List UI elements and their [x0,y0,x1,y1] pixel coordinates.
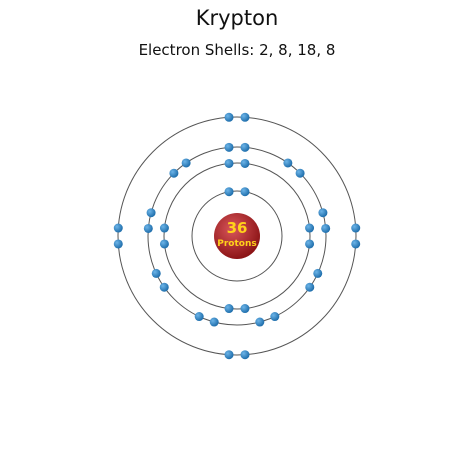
electrons [113,112,361,360]
electron-shell-3 [318,208,328,218]
electron-shell-3 [151,268,161,278]
orbit-shell-1 [191,190,283,282]
electron-shell-2 [305,223,315,233]
electron-shell-3 [159,282,169,292]
orbit-shell-4 [117,116,357,356]
orbit-shell-3 [147,146,327,326]
electron-shell-2 [305,239,315,249]
electron-shell-4 [113,239,123,249]
electron-shell-4 [224,350,234,360]
electron-shell-3 [240,142,250,152]
electron-shell-3 [209,317,219,327]
electron-shell-2 [240,304,250,314]
electron-shell-3 [169,168,179,178]
proton-label: Protons [217,239,256,249]
electron-shell-3 [181,158,191,168]
electron-shell-2 [224,304,234,314]
electron-shell-2 [224,158,234,168]
electron-shell-3 [295,168,305,178]
electron-shell-3 [143,223,153,233]
electron-shell-1 [224,187,234,197]
electron-shell-4 [224,112,234,122]
electron-shell-3 [270,312,280,322]
nucleus-sphere [214,213,260,259]
electron-shell-4 [113,223,123,233]
orbit-shell-2 [163,162,311,310]
electron-shells-subtitle: Electron Shells: 2, 8, 18, 8 [138,41,336,59]
electron-shell-3 [194,312,204,322]
electron-shell-3 [255,317,265,327]
proton-count: 36 [227,219,248,237]
electron-shell-4 [351,223,361,233]
electron-shell-2 [240,158,250,168]
electron-shell-3 [321,223,331,233]
electron-shell-2 [159,239,169,249]
electron-shell-3 [146,208,156,218]
electron-shell-3 [313,268,323,278]
electron-shell-4 [351,239,361,249]
nucleus: 36 Protons [214,213,260,259]
electron-shell-4 [240,350,250,360]
electron-shell-1 [240,187,250,197]
electron-shell-3 [283,158,293,168]
electron-shell-3 [305,282,315,292]
element-title: Krypton [195,6,279,30]
orbits [117,116,357,356]
electron-shell-3 [224,142,234,152]
electron-shell-4 [240,112,250,122]
electron-shell-2 [159,223,169,233]
